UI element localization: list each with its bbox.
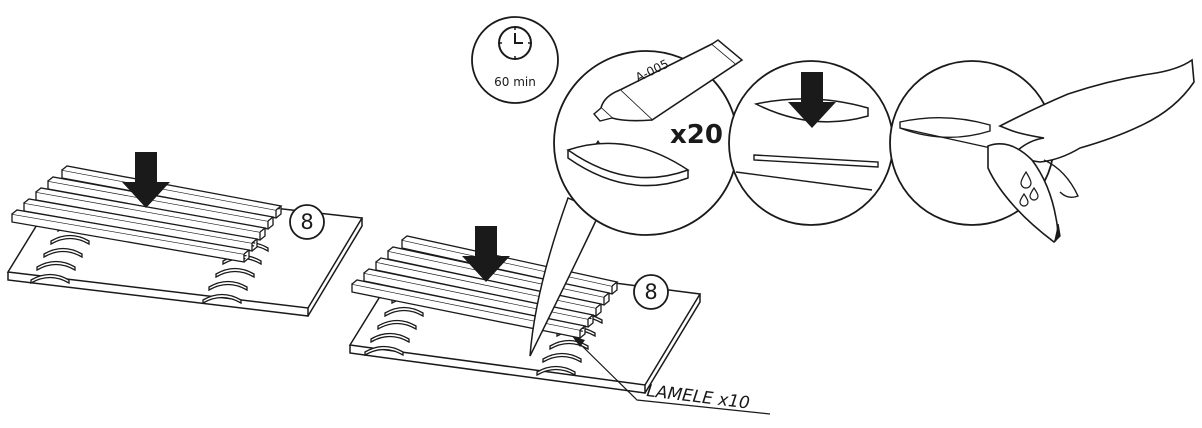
water-drop-icon [1029, 186, 1039, 201]
bubble-tail [529, 196, 602, 357]
step-number-left: 8 [300, 210, 313, 234]
slats-left [11, 165, 283, 263]
clock-icon [498, 26, 532, 60]
step-badge-left: 8 [289, 204, 325, 240]
detail-glue: A-005 x20 [553, 39, 744, 236]
panel-left: 8 [6, 152, 364, 317]
timer-badge: 60 min [471, 16, 559, 104]
glue-tube-icon: A-005 [593, 39, 744, 122]
biscuit-slot [566, 142, 690, 187]
step-badge-middle: 8 [633, 274, 669, 310]
callout-label: LAMELE x10 [645, 381, 750, 414]
hand-icon [998, 58, 1195, 163]
timer-duration: 60 min [494, 75, 536, 89]
glue-count: x20 [670, 120, 723, 150]
water-drop-icon [1019, 192, 1029, 207]
cloth-icon [987, 143, 1079, 243]
step-number-middle: 8 [644, 280, 657, 304]
detail-wipe [889, 58, 1195, 243]
water-drop-icon [1020, 170, 1032, 189]
detail-press [728, 60, 894, 226]
